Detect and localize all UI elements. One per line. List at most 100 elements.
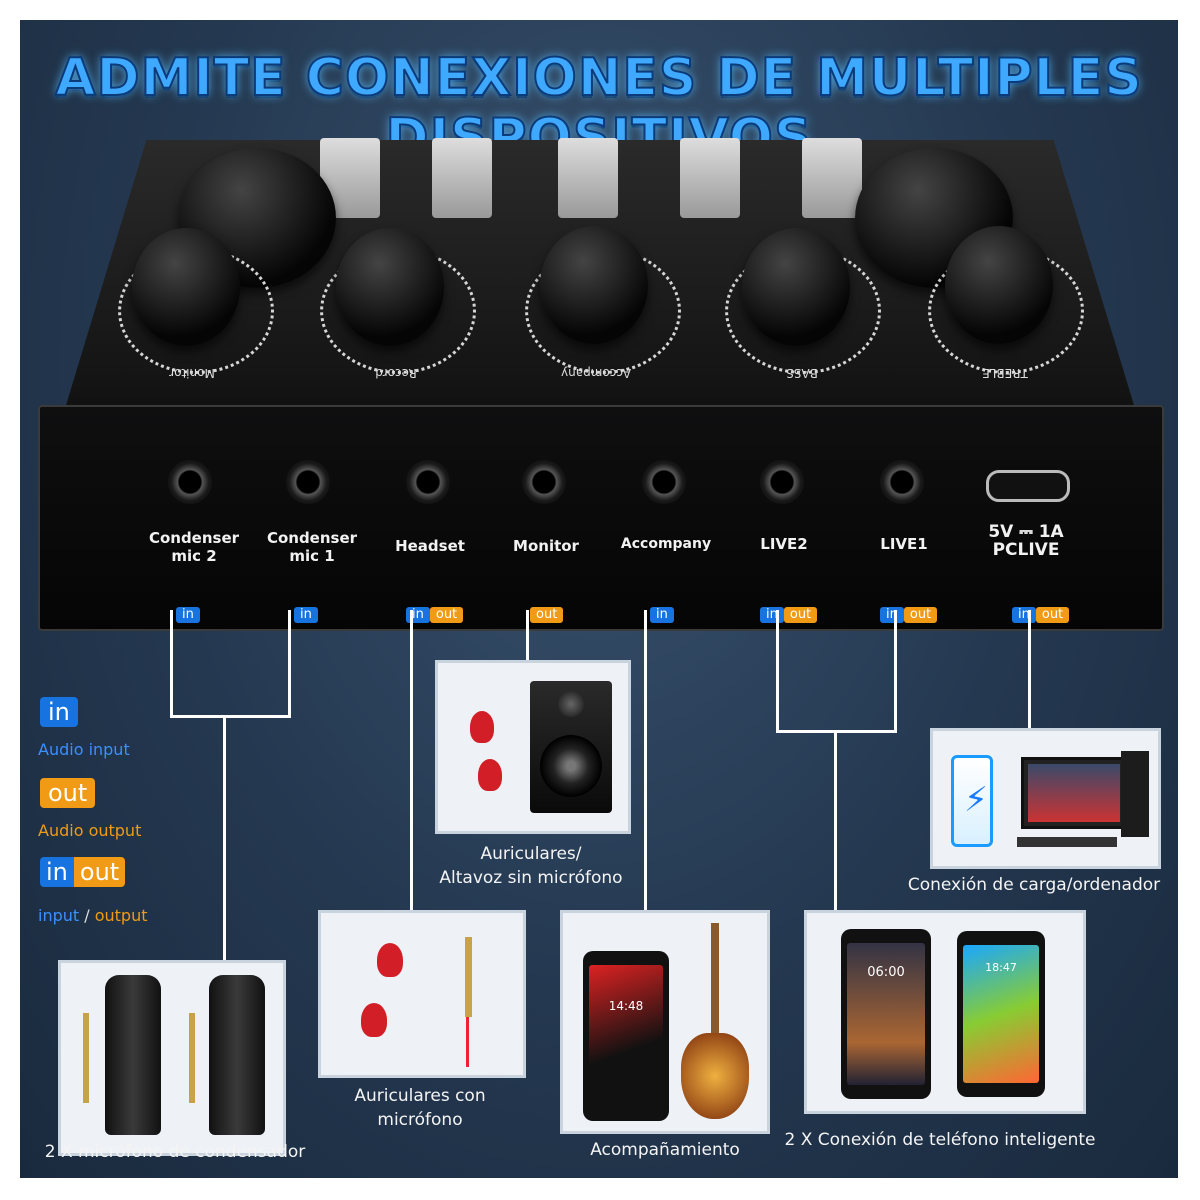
connector-line [410, 610, 413, 910]
tag-in: in [650, 607, 674, 623]
cable [466, 1017, 469, 1067]
connector-line [894, 610, 897, 732]
connector-line [644, 610, 647, 910]
microphone-panel [58, 960, 286, 1156]
guitar-image [681, 923, 749, 1123]
connector-line [776, 610, 779, 732]
connector-line [170, 610, 173, 718]
phone-clock: 14:48 [608, 999, 644, 1013]
caption-headset: Auriculares con micrófono [354, 1086, 486, 1130]
connector-line [288, 610, 291, 718]
port-label-live1: LIVE1 [880, 535, 928, 553]
legend-out-desc: Audio output [38, 821, 142, 840]
lightning-icon: ⚡ [964, 780, 988, 820]
port-label-headset: Headset [395, 537, 465, 555]
earbud-red [478, 759, 502, 791]
legend-inout-desc: input / output [38, 906, 148, 925]
caption-phones: 2 X Conexión de teléfono inteligente [784, 1130, 1096, 1150]
connector-line [834, 730, 837, 910]
bass-knob-label: BASS [786, 366, 818, 380]
caption-speaker: Auriculares/Altavoz sin micrófono [439, 844, 623, 888]
mic-image [105, 975, 161, 1135]
jack-live1 [880, 460, 924, 504]
connector-line [223, 715, 226, 960]
pc-panel: ⚡ [930, 728, 1161, 869]
speaker-image [530, 681, 612, 813]
smartphone: 14:48 [583, 951, 669, 1121]
product-image: ADMITE CONEXIONES DE MULTIPLES DISPOSITI… [20, 20, 1178, 1178]
phone-screen: 18:47 [963, 945, 1039, 1083]
battery-icon: ⚡ [951, 755, 993, 847]
pc-tower [1121, 751, 1149, 837]
record-knob-label: Record [375, 366, 417, 380]
legend-in-desc: Audio input [38, 740, 130, 759]
port-label-live2: LIVE2 [760, 535, 808, 553]
woofer [540, 735, 602, 797]
guitar-neck [711, 923, 719, 1043]
headset-panel [318, 910, 526, 1078]
smartphone: 06:00 [841, 929, 931, 1099]
smartphone: 18:47 [957, 931, 1045, 1097]
treble-knob-label: TREBLE [982, 366, 1028, 380]
caption-pc: Conexión de carga/ordenador [907, 875, 1161, 895]
connector-line [526, 610, 529, 660]
monitor-knob-label: Monitor [169, 366, 215, 380]
tag-in: in [294, 607, 318, 623]
tweeter [558, 691, 584, 717]
port-label-accompany: Accompany [620, 536, 712, 552]
earbud-red [361, 1003, 387, 1037]
tag-in: in [176, 607, 200, 623]
caption-accompany: Acompañamiento [590, 1140, 740, 1160]
bass-knob [742, 228, 850, 346]
jack-headset [406, 460, 450, 504]
legend-out-badge: out [40, 778, 96, 808]
accompany-panel: 14:48 [560, 910, 770, 1134]
phones-panel: 06:00 18:47 [804, 910, 1086, 1114]
monitor-knob [132, 228, 240, 346]
earbud-red [470, 711, 494, 743]
phone-clock: 06:00 [867, 965, 905, 980]
phone-clock: 18:47 [985, 961, 1017, 974]
accompany-knob-label: Accompany [561, 366, 631, 380]
fader [802, 138, 862, 218]
phone-screen: 14:48 [589, 965, 663, 1107]
fader [680, 138, 740, 218]
accompany-knob [540, 226, 648, 344]
monitor-image [1021, 757, 1127, 829]
audio-plug [465, 937, 472, 1017]
record-knob [336, 228, 444, 346]
mic-image [209, 975, 265, 1135]
fader [558, 138, 618, 218]
legend-in-badge: in [40, 697, 78, 727]
jack-condenser-mic2 [168, 460, 212, 504]
fader [432, 138, 492, 218]
jack-accompany [642, 460, 686, 504]
speaker-panel [435, 660, 631, 834]
earbud-red [377, 943, 403, 977]
tag-out: out [530, 607, 564, 623]
phone-screen: 06:00 [847, 943, 925, 1085]
monitor-screen [1028, 764, 1120, 822]
audio-plug [83, 1013, 89, 1103]
jack-live2 [760, 460, 804, 504]
caption-mics: 2 X micrófono de condensador [44, 1142, 306, 1162]
connector-line [170, 715, 291, 718]
usb-c-port [986, 470, 1070, 502]
port-label-monitor: Monitor [513, 537, 579, 555]
jack-monitor [522, 460, 566, 504]
connector-line [1028, 610, 1031, 730]
jack-condenser-mic1 [286, 460, 330, 504]
treble-knob [945, 226, 1053, 344]
audio-plug [189, 1013, 195, 1103]
guitar-body [681, 1033, 749, 1119]
keyboard [1017, 837, 1117, 847]
